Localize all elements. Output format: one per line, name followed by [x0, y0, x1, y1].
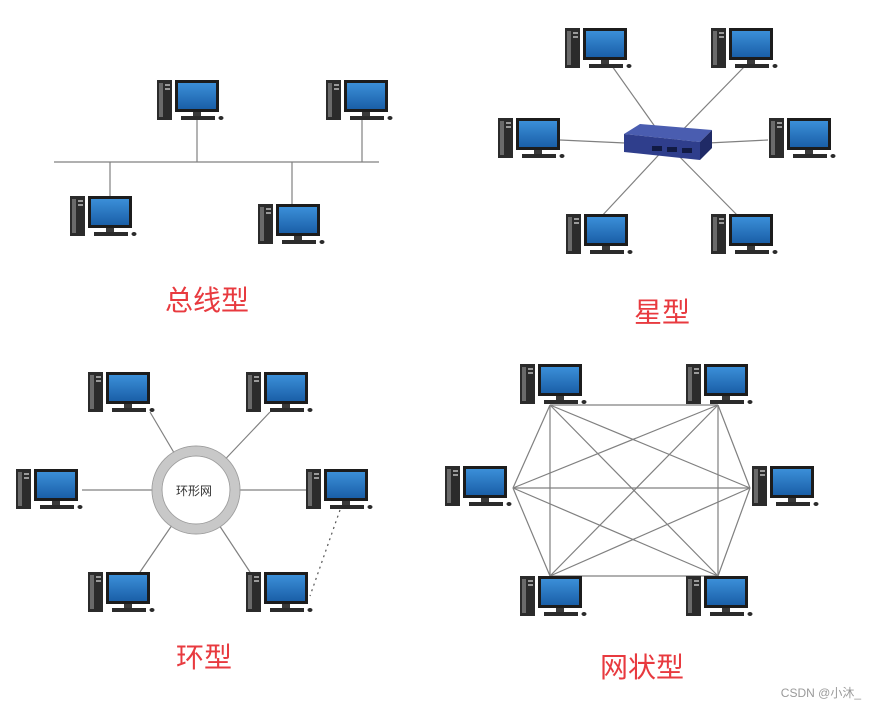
computer-icon: [520, 576, 587, 616]
star-caption: 星型: [634, 296, 691, 329]
mesh-lines: [512, 404, 751, 577]
computer-icon: [520, 364, 587, 404]
computer-icon: [70, 196, 137, 236]
computer-icon: [88, 372, 155, 412]
watermark: CSDN @小沐_: [780, 686, 861, 700]
computer-icon: [566, 214, 633, 254]
computer-icon: [157, 80, 224, 120]
computer-icon: [686, 364, 753, 404]
computer-icon: [258, 204, 325, 244]
bus-caption: 总线型: [165, 284, 250, 317]
computer-icon: [752, 466, 819, 506]
ring-caption: 环型: [176, 641, 233, 674]
computer-icon: [498, 118, 565, 158]
computer-icon: [306, 469, 373, 509]
ring-center-label: 环形网: [176, 484, 213, 498]
mesh-caption: 网状型: [600, 651, 685, 684]
computer-icon: [246, 572, 313, 612]
computer-icon: [445, 466, 512, 506]
computer-icon: [326, 80, 393, 120]
computer-icon: [16, 469, 83, 509]
switch-icon: [624, 124, 712, 160]
computer-icon: [711, 214, 778, 254]
computer-icon: [246, 372, 313, 412]
computer-icon: [88, 572, 155, 612]
computer-icon: [565, 28, 632, 68]
computer-icon: [769, 118, 836, 158]
bus-lines: [54, 120, 379, 204]
ring-network-icon: [151, 445, 241, 535]
computer-icon: [711, 28, 778, 68]
computer-icon: [686, 576, 753, 616]
